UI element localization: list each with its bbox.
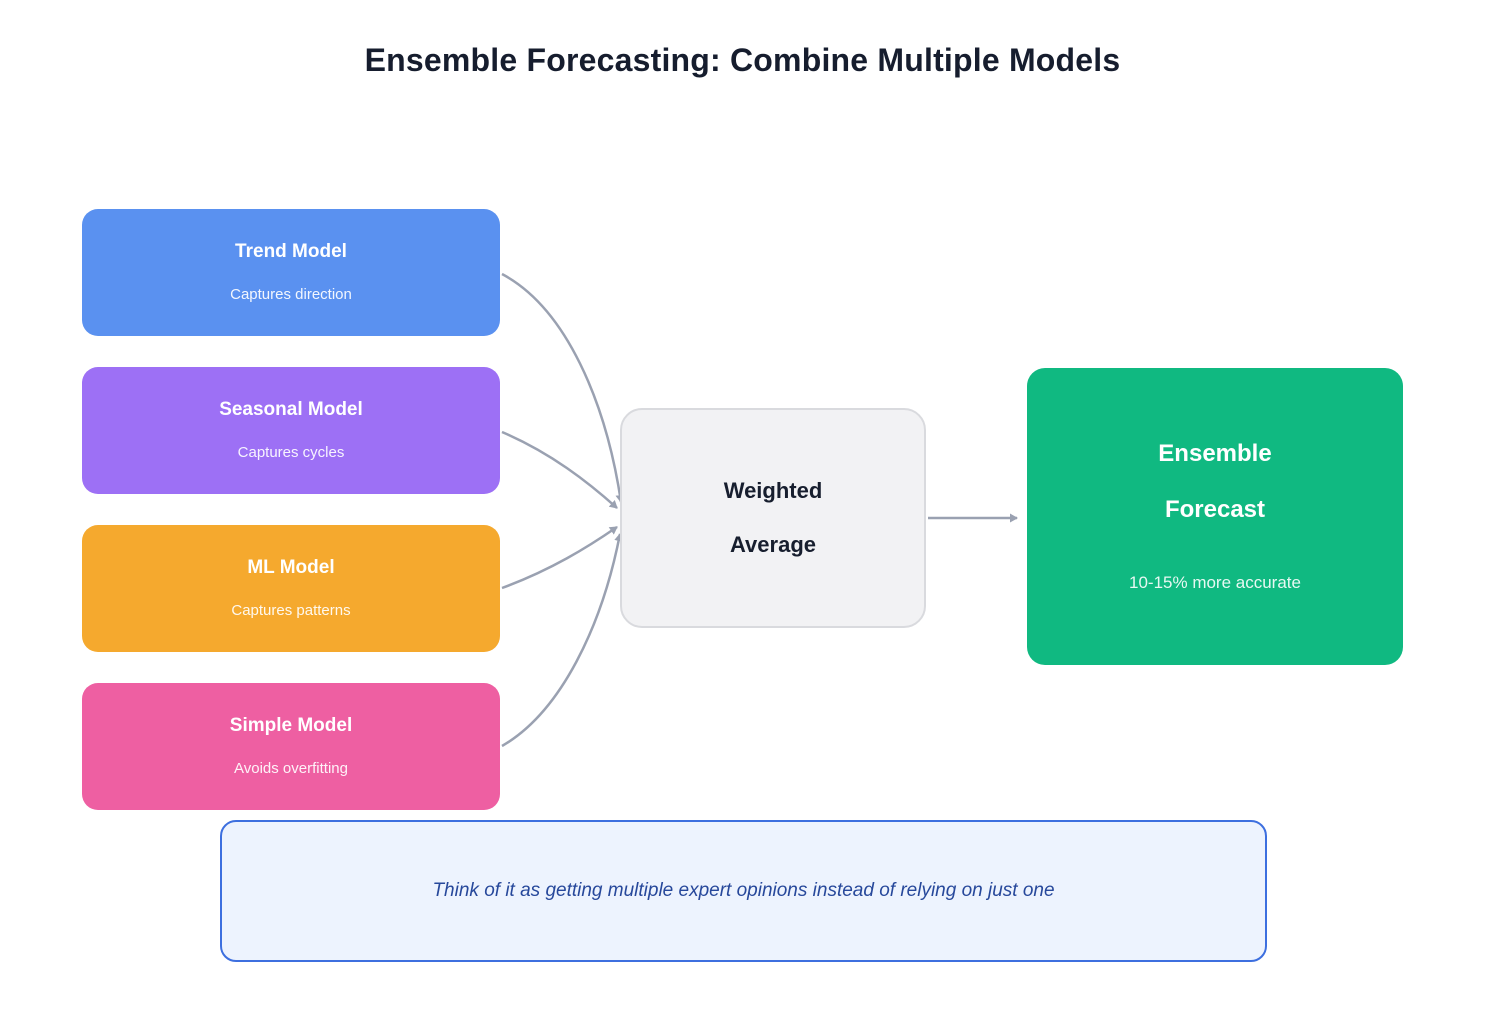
combiner-line-2: Average <box>729 532 816 557</box>
node-title: ML Model <box>247 557 335 579</box>
arrow-trend-to-combiner <box>501 272 625 503</box>
node-title: Simple Model <box>229 715 353 737</box>
node-title: Trend Model <box>235 241 347 263</box>
node-trend-model: Trend Model Captures direction <box>82 209 500 336</box>
node-seasonal-model: Seasonal Model Captures cycles <box>82 367 500 494</box>
node-ml-model: ML Model Captures patterns <box>82 525 500 652</box>
node-subtitle: Avoids overfitting <box>234 760 348 778</box>
arrow-simple-to-combiner <box>501 533 624 748</box>
node-subtitle: Captures patterns <box>231 602 351 620</box>
output-line-1: Ensemble <box>1158 439 1272 467</box>
page-title: Ensemble Forecasting: Combine Multiple M… <box>364 42 1121 78</box>
node-simple-model: Simple Model Avoids overfitting <box>82 683 500 810</box>
output-subtitle: 10-15% more accurate <box>1129 572 1301 592</box>
node-ensemble-forecast: Ensemble Forecast 10-15% more accurate <box>1027 368 1403 665</box>
node-weighted-average: Weighted Average <box>620 408 926 628</box>
node-subtitle: Captures direction <box>230 286 352 304</box>
note-text: Think of it as getting multiple expert o… <box>432 879 1055 901</box>
output-line-2: Forecast <box>1164 496 1266 524</box>
combiner-line-1: Weighted <box>723 477 823 503</box>
node-title: Seasonal Model <box>219 399 363 421</box>
note-box: Think of it as getting multiple expert o… <box>220 820 1267 962</box>
arrow-seasonal-to-combiner <box>501 430 618 509</box>
arrow-ml-to-combiner <box>501 525 618 590</box>
node-subtitle: Captures cycles <box>237 444 345 462</box>
